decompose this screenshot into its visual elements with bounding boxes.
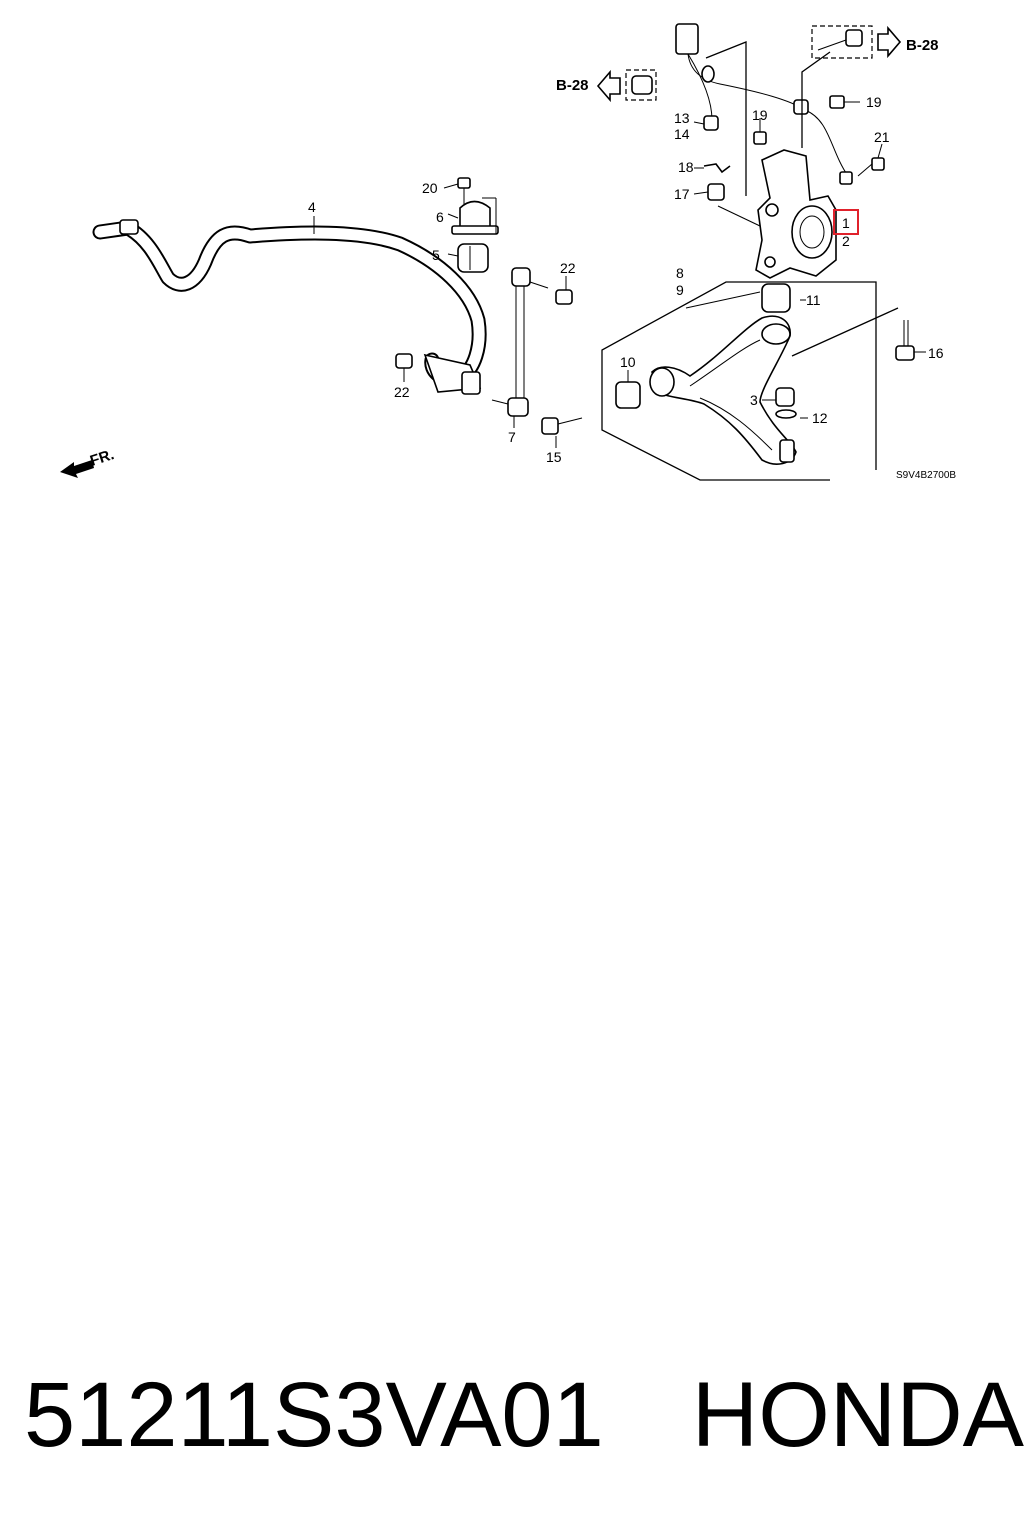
callout-2[interactable]: 2: [842, 233, 850, 249]
reference-label-left[interactable]: B-28: [556, 77, 589, 94]
callout-9[interactable]: 9: [676, 282, 684, 298]
holder-bolt[interactable]: [457, 177, 471, 204]
flange-bolt-top[interactable]: [817, 29, 863, 51]
bolt-19-upper[interactable]: [829, 95, 845, 109]
compliance-bushing-11[interactable]: [761, 283, 791, 313]
callout-6[interactable]: 6: [436, 209, 444, 225]
part-caption: 51211S3VA01 HONDA: [24, 1360, 1024, 1470]
callout-15[interactable]: 15: [546, 449, 562, 465]
callout-11[interactable]: 11: [806, 292, 821, 308]
callout-10[interactable]: 10: [620, 354, 636, 370]
link-nut-upper[interactable]: [555, 289, 573, 305]
ball-joint-3[interactable]: [775, 387, 797, 463]
link-nut-lower[interactable]: [395, 353, 413, 369]
stabilizer-link[interactable]: [491, 267, 549, 417]
steering-knuckle[interactable]: [755, 149, 837, 279]
part-number: 51211S3VA01: [24, 1364, 604, 1466]
parts-diagram: B-28 B-28 FR. 1 2 3 4 5 6 7 8 9 10 11 12…: [60, 23, 956, 481]
flange-nut-left[interactable]: [631, 75, 653, 95]
callout-12[interactable]: 12: [812, 410, 828, 426]
reference-label-right[interactable]: B-28: [906, 37, 939, 54]
callout-22-lower[interactable]: 22: [394, 384, 410, 400]
bolt-15[interactable]: [541, 417, 583, 435]
callout-19-upper[interactable]: 19: [866, 94, 882, 110]
callout-21[interactable]: 21: [874, 129, 890, 145]
front-direction-arrow-icon: [60, 460, 94, 478]
callout-8[interactable]: 8: [676, 265, 684, 281]
highlight-box: [833, 209, 859, 235]
callout-4[interactable]: 4: [308, 199, 316, 215]
nut-17[interactable]: [707, 183, 725, 201]
bolt-16[interactable]: [895, 320, 915, 361]
callout-7[interactable]: 7: [508, 429, 516, 445]
bushing-holder[interactable]: [451, 200, 499, 235]
drawing-code: S9V4B2700B: [896, 470, 956, 481]
bolt-19-lower[interactable]: [753, 131, 767, 145]
bushing-10[interactable]: [615, 381, 641, 409]
clip-18[interactable]: [703, 163, 731, 174]
reference-box-left: [596, 69, 657, 103]
callout-5[interactable]: 5: [432, 247, 440, 263]
reference-box-right: [811, 25, 902, 59]
lower-arm[interactable]: [649, 315, 797, 465]
callout-13[interactable]: 13: [674, 110, 690, 126]
callout-14[interactable]: 14: [674, 126, 690, 142]
callout-16[interactable]: 16: [928, 345, 944, 361]
stabilizer-bar[interactable]: [92, 219, 487, 395]
callout-22-upper[interactable]: 22: [560, 260, 576, 276]
callout-18[interactable]: 18: [678, 159, 694, 175]
bolt-21[interactable]: [857, 157, 885, 177]
callout-1[interactable]: 1: [842, 215, 850, 231]
stabilizer-bushing[interactable]: [457, 243, 489, 273]
callout-20[interactable]: 20: [422, 180, 438, 196]
wheel-speed-sensor[interactable]: [675, 23, 853, 185]
callout-17[interactable]: 17: [674, 186, 690, 202]
callout-3[interactable]: 3: [750, 392, 758, 408]
front-marker-label: FR.: [88, 446, 116, 470]
brand-name: HONDA: [691, 1364, 1024, 1466]
callout-19-lower[interactable]: 19: [752, 107, 768, 123]
